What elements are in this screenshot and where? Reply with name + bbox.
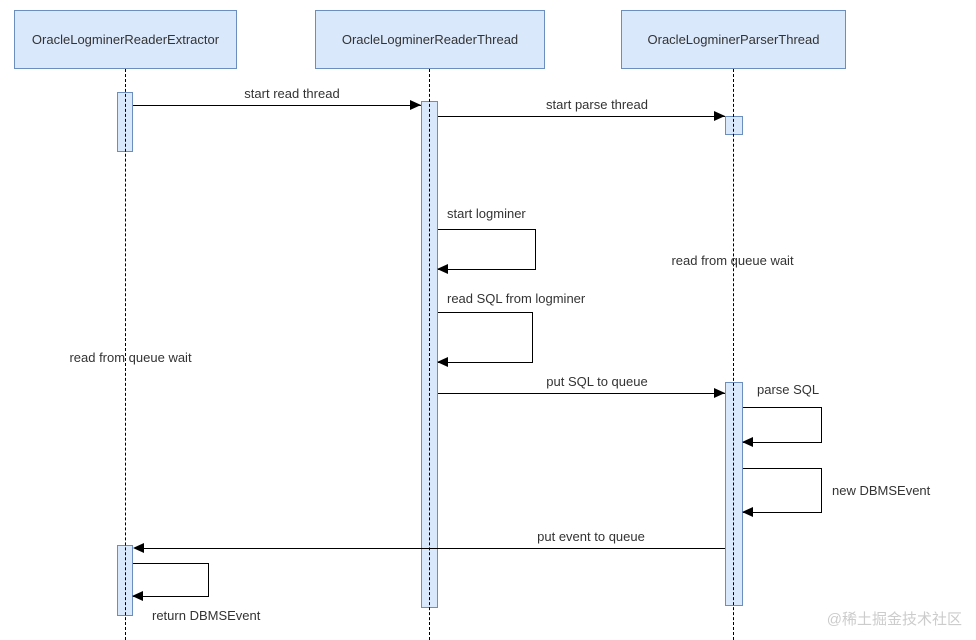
arrowhead-left-icon	[132, 591, 143, 601]
message-label-put-sql-to-queue: put SQL to queue	[546, 374, 648, 389]
self-message-new-dbms-event	[743, 468, 822, 513]
note-read-from-queue-wait-left: read from queue wait	[69, 350, 192, 365]
self-message-start-logminer	[438, 229, 536, 270]
self-message-read-sql-from-logminer	[438, 312, 533, 363]
participant-label: OracleLogminerReaderExtractor	[31, 32, 220, 47]
message-label-start-read-thread: start read thread	[244, 86, 340, 101]
message-line-put-event-to-queue	[140, 548, 725, 549]
lifeline-reader-thread	[429, 69, 430, 640]
arrowhead-left-icon	[437, 357, 448, 367]
lifeline-reader-extractor	[125, 69, 126, 640]
message-label-read-sql-from-logminer: read SQL from logminer	[447, 291, 586, 306]
message-label-new-dbms-event: new DBMSEvent	[832, 483, 931, 498]
message-label-return-dbms-event: return DBMSEvent	[152, 608, 261, 623]
participant-label: OracleLogminerReaderThread	[341, 32, 519, 47]
message-label-start-parse-thread: start parse thread	[546, 97, 648, 112]
arrowhead-right-icon	[714, 388, 725, 398]
arrowhead-right-icon	[410, 100, 421, 110]
lifeline-parser-thread	[733, 69, 734, 640]
watermark-text: @稀土掘金技术社区	[826, 611, 962, 628]
participant-reader-extractor: OracleLogminerReaderExtractor	[14, 10, 237, 69]
note-read-from-queue-wait-right: read from queue wait	[671, 253, 794, 268]
arrowhead-left-icon	[742, 437, 753, 447]
arrowhead-left-icon	[437, 264, 448, 274]
arrowhead-left-icon	[133, 543, 144, 553]
message-line-start-parse-thread	[438, 116, 725, 117]
message-label-start-logminer: start logminer	[447, 206, 526, 221]
arrowhead-right-icon	[714, 111, 725, 121]
message-label-put-event-to-queue: put event to queue	[537, 529, 645, 544]
activation-bar-parser-init	[725, 116, 743, 135]
message-line-start-read-thread	[133, 105, 421, 106]
participant-label: OracleLogminerParserThread	[647, 32, 820, 47]
activation-bar-parser-main	[725, 382, 743, 606]
message-label-parse-sql: parse SQL	[757, 382, 820, 397]
message-line-put-sql-to-queue	[438, 393, 725, 394]
arrowhead-left-icon	[742, 507, 753, 517]
self-message-return-dbms-event	[133, 563, 209, 597]
participant-reader-thread: OracleLogminerReaderThread	[315, 10, 545, 69]
self-message-parse-sql	[743, 407, 822, 443]
participant-parser-thread: OracleLogminerParserThread	[621, 10, 846, 69]
